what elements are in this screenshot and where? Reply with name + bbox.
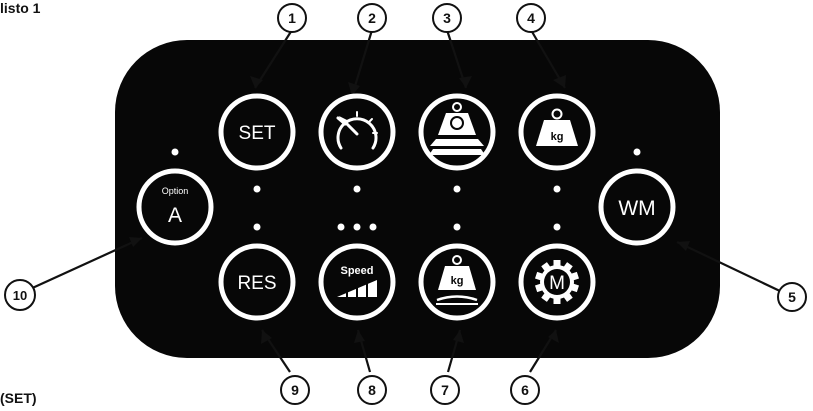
- weight-kg-icon-label: kg: [551, 131, 564, 143]
- cruise-control-button[interactable]: [318, 93, 396, 171]
- arrowhead-3: [459, 76, 472, 88]
- speedometer-icon: [336, 111, 378, 150]
- set-button-label: SET: [239, 123, 276, 144]
- wm-button[interactable]: [598, 168, 676, 246]
- option-a-sublabel: Option: [162, 186, 189, 196]
- footer-text-fragment: (SET): [0, 390, 37, 406]
- led-cruise: [353, 185, 361, 193]
- tilt-load-button[interactable]: [418, 93, 496, 171]
- arrowhead-2: [348, 82, 360, 96]
- arrowhead-4: [553, 75, 566, 88]
- status-leds: [171, 148, 641, 231]
- res-button[interactable]: [218, 243, 296, 321]
- led-weigh-platform: [453, 223, 461, 231]
- callout-8: 8: [357, 375, 387, 405]
- arrowhead-1: [250, 76, 263, 88]
- callout-5-label: 5: [788, 289, 796, 305]
- led-option-a: [171, 148, 179, 156]
- wm-button-label: WM: [618, 197, 655, 220]
- tilt-platform-weight-icon: [429, 102, 485, 155]
- led-speed-1: [337, 223, 345, 231]
- weigh-platform-button[interactable]: [418, 243, 496, 321]
- callout-6-label: 6: [521, 382, 529, 398]
- weight-kg-icon: kg: [536, 108, 578, 146]
- led-tilt-load: [453, 185, 461, 193]
- arrowhead-6: [548, 330, 559, 343]
- mode-button[interactable]: [518, 243, 596, 321]
- arrowhead-5: [677, 241, 690, 251]
- arrowhead-7: [453, 330, 464, 343]
- callout-2-label: 2: [368, 10, 376, 26]
- option-a-label: A: [168, 204, 182, 227]
- speed-button-label: Speed: [340, 265, 373, 277]
- callout-4-label: 4: [527, 10, 535, 26]
- callout-3: 3: [432, 3, 462, 33]
- led-speed-3: [369, 223, 377, 231]
- led-mode: [553, 223, 561, 231]
- led-wm: [633, 148, 641, 156]
- leader-line-10: [27, 236, 143, 292]
- arrowhead-9: [261, 330, 272, 344]
- callout-9: 9: [280, 375, 310, 405]
- callout-arrowheads: [129, 75, 690, 344]
- option-a-button[interactable]: [136, 168, 214, 246]
- set-button[interactable]: [218, 93, 296, 171]
- gear-m-icon: M: [534, 260, 580, 304]
- callout-1-label: 1: [288, 10, 296, 26]
- weight-button[interactable]: [518, 93, 596, 171]
- callout-2: 2: [357, 3, 387, 33]
- callout-7: 7: [430, 375, 460, 405]
- callout-5: 5: [777, 282, 807, 312]
- arrowhead-8: [354, 330, 365, 343]
- arrowhead-10: [129, 237, 142, 247]
- callout-10: 10: [4, 279, 36, 311]
- leader-line-1: [254, 29, 293, 89]
- callout-4: 4: [516, 3, 546, 33]
- weight-scale-icon: kg: [436, 255, 478, 305]
- callout-8-label: 8: [368, 382, 376, 398]
- weight-scale-icon-label: kg: [451, 275, 464, 287]
- callout-markers: 1 2 3 4 5 6 7 8 9 10: [4, 3, 807, 405]
- callout-6: 6: [510, 375, 540, 405]
- speed-button[interactable]: [318, 243, 396, 321]
- callout-1: 1: [277, 3, 307, 33]
- gear-tooth: [553, 296, 561, 304]
- header-text-fragment: listo 1: [0, 0, 41, 16]
- callout-9-label: 9: [291, 382, 299, 398]
- gear-m-icon-label: M: [549, 273, 565, 294]
- led-set: [253, 185, 261, 193]
- led-res: [253, 223, 261, 231]
- leader-line-5: [676, 241, 783, 293]
- callout-3-label: 3: [443, 10, 451, 26]
- callout-7-label: 7: [441, 382, 449, 398]
- gear-tooth: [553, 260, 561, 268]
- led-speed-2: [353, 223, 361, 231]
- callout-10-label: 10: [13, 288, 27, 303]
- res-button-label: RES: [237, 273, 276, 294]
- speed-bars-icon: Speed: [337, 265, 377, 297]
- led-weight: [553, 185, 561, 193]
